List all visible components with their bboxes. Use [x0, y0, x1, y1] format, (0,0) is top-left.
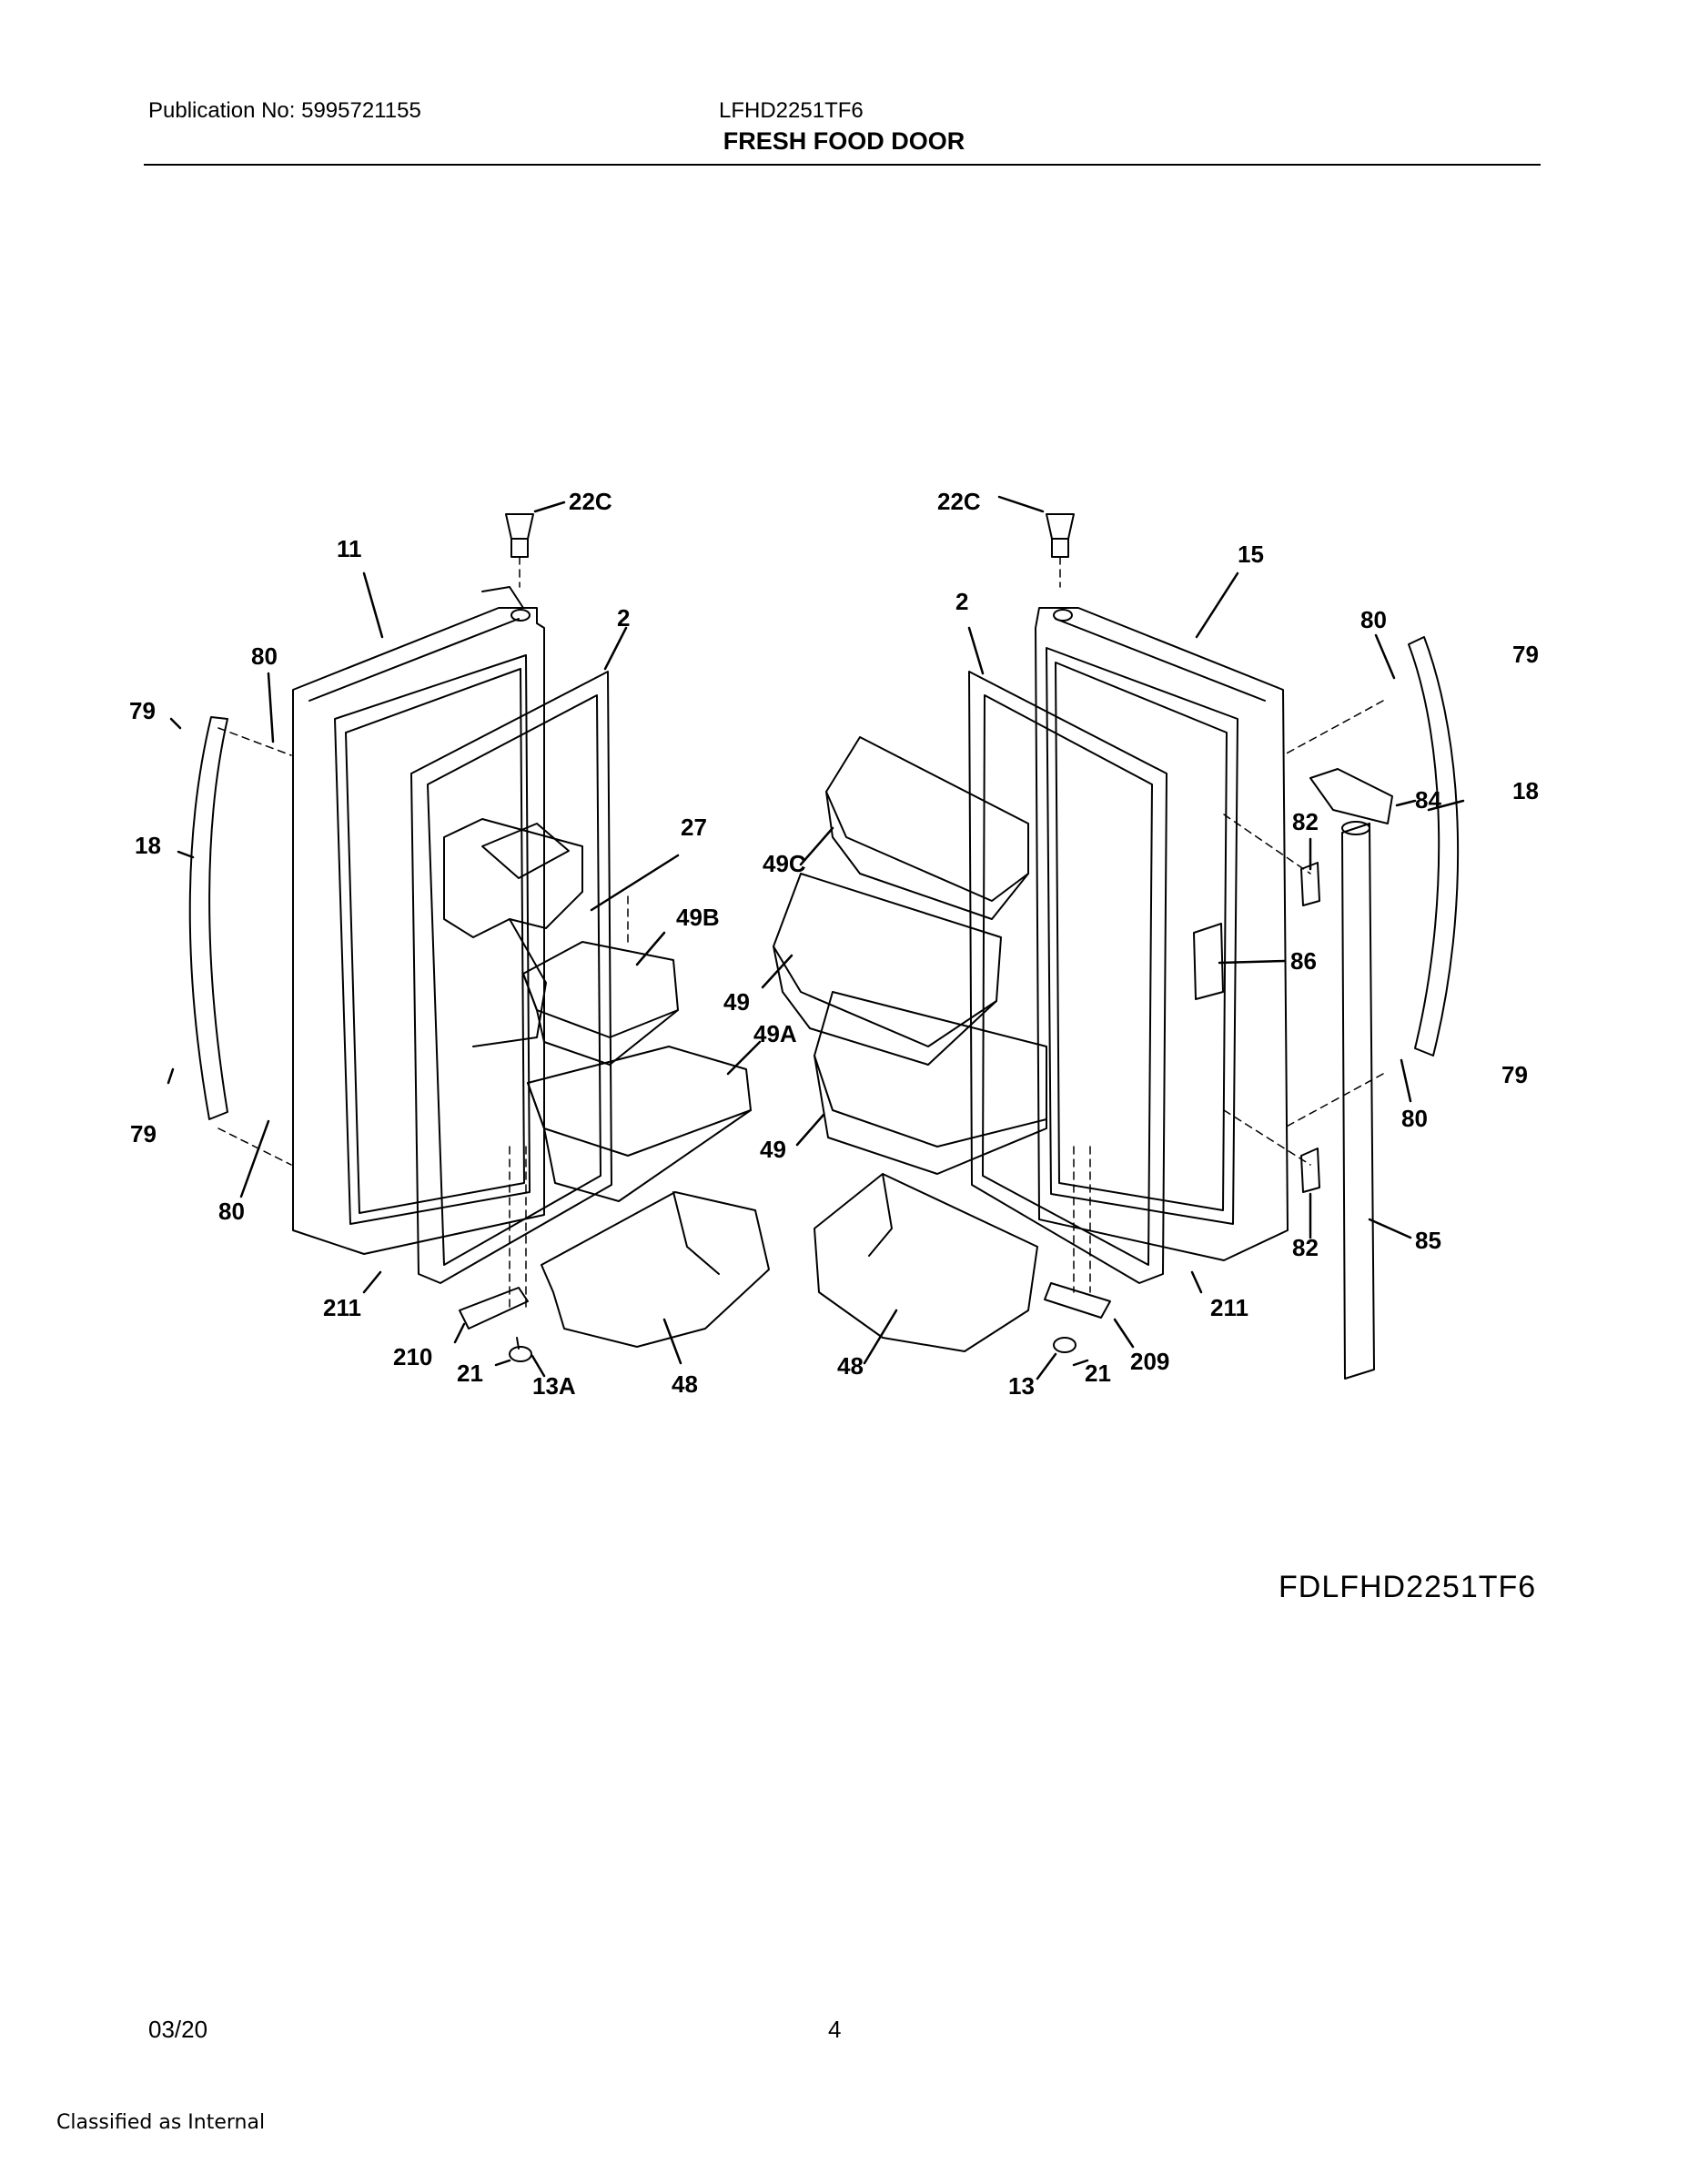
label-49-lower: 49: [760, 1136, 786, 1163]
right-door-liner: [968, 671, 1167, 1284]
label-18-right: 18: [1512, 777, 1539, 804]
right-door-outer-panel: [1035, 607, 1289, 1261]
label-82-lower: 82: [1292, 1234, 1319, 1261]
label-49a: 49A: [753, 1020, 797, 1047]
label-80-top-right: 80: [1360, 606, 1387, 633]
hinge-bottom-left: [459, 1287, 532, 1362]
label-79-bottom-right: 79: [1501, 1061, 1528, 1088]
page-number: 4: [828, 2016, 842, 2043]
label-80-top-left: 80: [251, 642, 278, 670]
classification-label: Classified as Internal: [56, 2111, 266, 2134]
handle-18-left: [188, 716, 228, 1120]
label-22c-right: 22C: [937, 488, 981, 515]
publication-number: Publication No: 5995721155: [148, 98, 421, 123]
bin-48-right: [814, 1173, 1038, 1352]
page-title: FRESH FOOD DOOR: [723, 127, 965, 155]
label-80-bottom-right: 80: [1401, 1105, 1428, 1132]
label-2-right: 2: [955, 588, 968, 615]
label-21-left: 21: [457, 1360, 483, 1387]
bin-49a: [527, 1046, 752, 1202]
label-18-left: 18: [135, 832, 161, 859]
left-dispenser-housing: [443, 818, 583, 1047]
label-85: 85: [1415, 1227, 1441, 1254]
left-door-liner: [410, 671, 612, 1284]
footer-date: 03/20: [148, 2016, 208, 2043]
label-48-right: 48: [837, 1352, 864, 1380]
model-number: LFHD2251TF6: [719, 98, 864, 123]
clip-82-upper: [1300, 862, 1320, 906]
header-rule: [144, 164, 1541, 166]
label-2-left: 2: [617, 604, 630, 632]
label-86: 86: [1290, 947, 1317, 975]
bushing-22c-right: [1046, 513, 1075, 558]
bracket-84: [1309, 768, 1393, 824]
label-22c-left: 22C: [569, 488, 612, 515]
hinge-bottom-right: [1044, 1282, 1111, 1353]
label-21-right: 21: [1085, 1360, 1111, 1387]
label-211-right: 211: [1210, 1294, 1248, 1321]
label-49b: 49B: [676, 904, 720, 931]
label-79-top-right: 79: [1512, 641, 1539, 668]
label-48-left: 48: [672, 1370, 698, 1398]
bin-49-upper: [773, 873, 1002, 1066]
left-door-outer-panel: [292, 586, 545, 1255]
label-79-top-left: 79: [129, 697, 156, 724]
label-49c: 49C: [763, 850, 806, 877]
label-209: 209: [1130, 1348, 1169, 1375]
leader-lines: [167, 495, 1465, 1380]
label-211-left: 211: [323, 1294, 361, 1321]
bin-49-lower: [814, 991, 1047, 1175]
label-82-upper: 82: [1292, 808, 1319, 835]
assembly-lines: [217, 556, 1384, 1311]
figure-code: FDLFHD2251TF6: [1279, 1570, 1537, 1604]
label-11: 11: [337, 535, 362, 562]
label-79-bottom-left: 79: [130, 1120, 157, 1148]
label-80-bottom-left: 80: [218, 1198, 245, 1225]
label-13: 13: [1008, 1372, 1035, 1400]
label-210: 210: [393, 1343, 432, 1370]
clip-82-lower: [1300, 1148, 1320, 1193]
label-15: 15: [1238, 541, 1264, 568]
label-13a: 13A: [532, 1372, 576, 1400]
label-27: 27: [681, 814, 707, 841]
label-84: 84: [1415, 786, 1441, 814]
bin-48-left: [541, 1191, 770, 1348]
bin-49b: [522, 941, 679, 1066]
switch-86: [1193, 923, 1224, 1000]
label-49-upper: 49: [723, 988, 750, 1016]
bin-49c: [825, 736, 1029, 920]
trim-85: [1341, 821, 1375, 1380]
bushing-22c-left: [505, 513, 534, 558]
handle-18-right: [1408, 636, 1460, 1057]
